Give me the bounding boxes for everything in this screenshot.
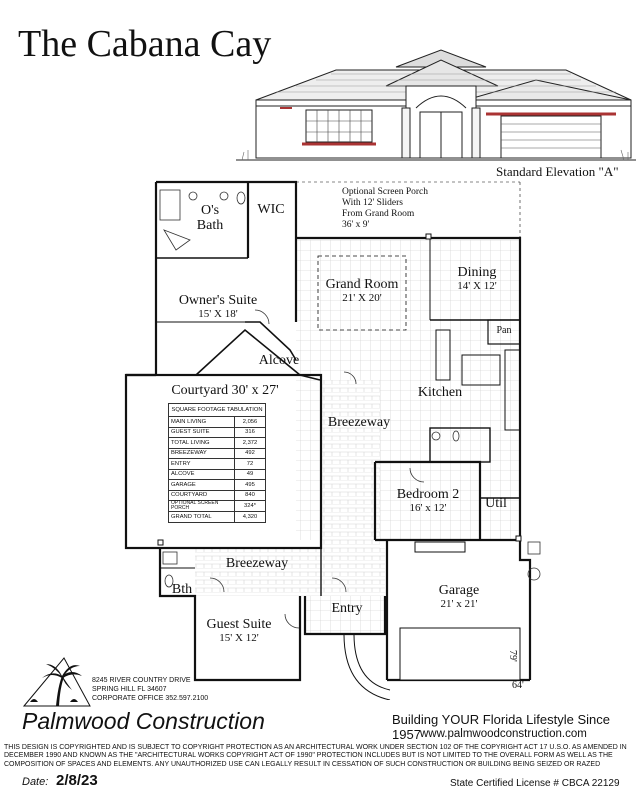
room-kitchen: Kitchen <box>417 385 463 400</box>
website: www.palmwoodconstruction.com <box>420 728 587 740</box>
room-breezeway-bottom: Breezeway <box>225 556 289 571</box>
room-dining: Dining 14' X 12' <box>457 265 497 292</box>
elevation-drawing <box>236 49 636 161</box>
elevation-label: Standard Elevation "A" <box>496 164 619 179</box>
room-pantry: Pan <box>496 325 512 336</box>
room-wic: WIC <box>257 202 285 217</box>
plan-title: The Cabana Cay <box>18 23 272 65</box>
room-owners-suite: Owner's Suite 15' X 18' <box>178 293 258 320</box>
room-owners-bath: O's Bath <box>196 203 224 233</box>
table-header: SQUARE FOOTAGE TABULATION <box>168 403 266 417</box>
room-utility: Util <box>485 496 507 511</box>
room-entry: Entry <box>331 601 363 616</box>
room-bedroom-2: Bedroom 2 16' x 12' <box>396 487 460 514</box>
date-value: 2/8/23 <box>56 772 98 789</box>
room-grand-room: Grand Room 21' X 20' <box>325 277 399 304</box>
brand-name: Palmwood Construction <box>22 708 265 734</box>
dimension-depth: 79' <box>507 650 518 662</box>
room-courtyard: Courtyard 30' x 27' <box>171 383 279 398</box>
license-number: State Certified License # CBCA 22129 <box>450 778 620 789</box>
room-garage: Garage 21' x 21' <box>438 583 480 610</box>
dimension-width: 64' <box>512 680 524 691</box>
room-alcove: Alcove <box>258 353 300 368</box>
room-guest-bath: Bth <box>171 582 193 597</box>
date-label: Date: <box>22 776 49 788</box>
room-breezeway-right: Breezeway <box>327 415 391 430</box>
company-address: 8245 RIVER COUNTRY DRIVE SPRING HILL FL … <box>92 677 209 702</box>
palm-tree-logo-icon <box>22 657 91 707</box>
floor-plan <box>124 180 541 700</box>
room-guest-suite: Guest Suite 15' X 12' <box>206 617 272 644</box>
porch-note: Optional Screen Porch With 12' Sliders F… <box>342 187 429 230</box>
slogan: Building YOUR Florida Lifestyle Since 19… <box>392 712 610 742</box>
copyright-notice: THIS DESIGN IS COPYRIGHTED AND IS SUBJEC… <box>4 744 627 768</box>
